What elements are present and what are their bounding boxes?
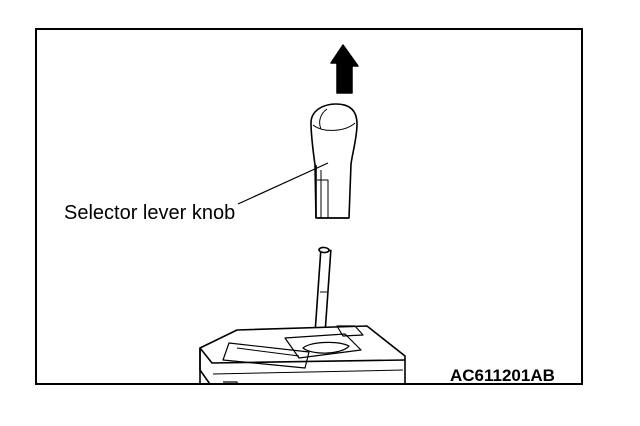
callout-leader-line — [237, 162, 329, 205]
callout-label: Selector lever knob — [64, 202, 236, 224]
diagram-artwork — [199, 44, 406, 383]
figure-code: AC611201AB — [450, 366, 555, 385]
figure-frame: Selector lever knob AC611201AB — [35, 28, 583, 385]
selector-lever-knob — [310, 103, 358, 219]
selector-lever-base — [199, 325, 406, 383]
up-arrow-icon — [330, 44, 359, 94]
